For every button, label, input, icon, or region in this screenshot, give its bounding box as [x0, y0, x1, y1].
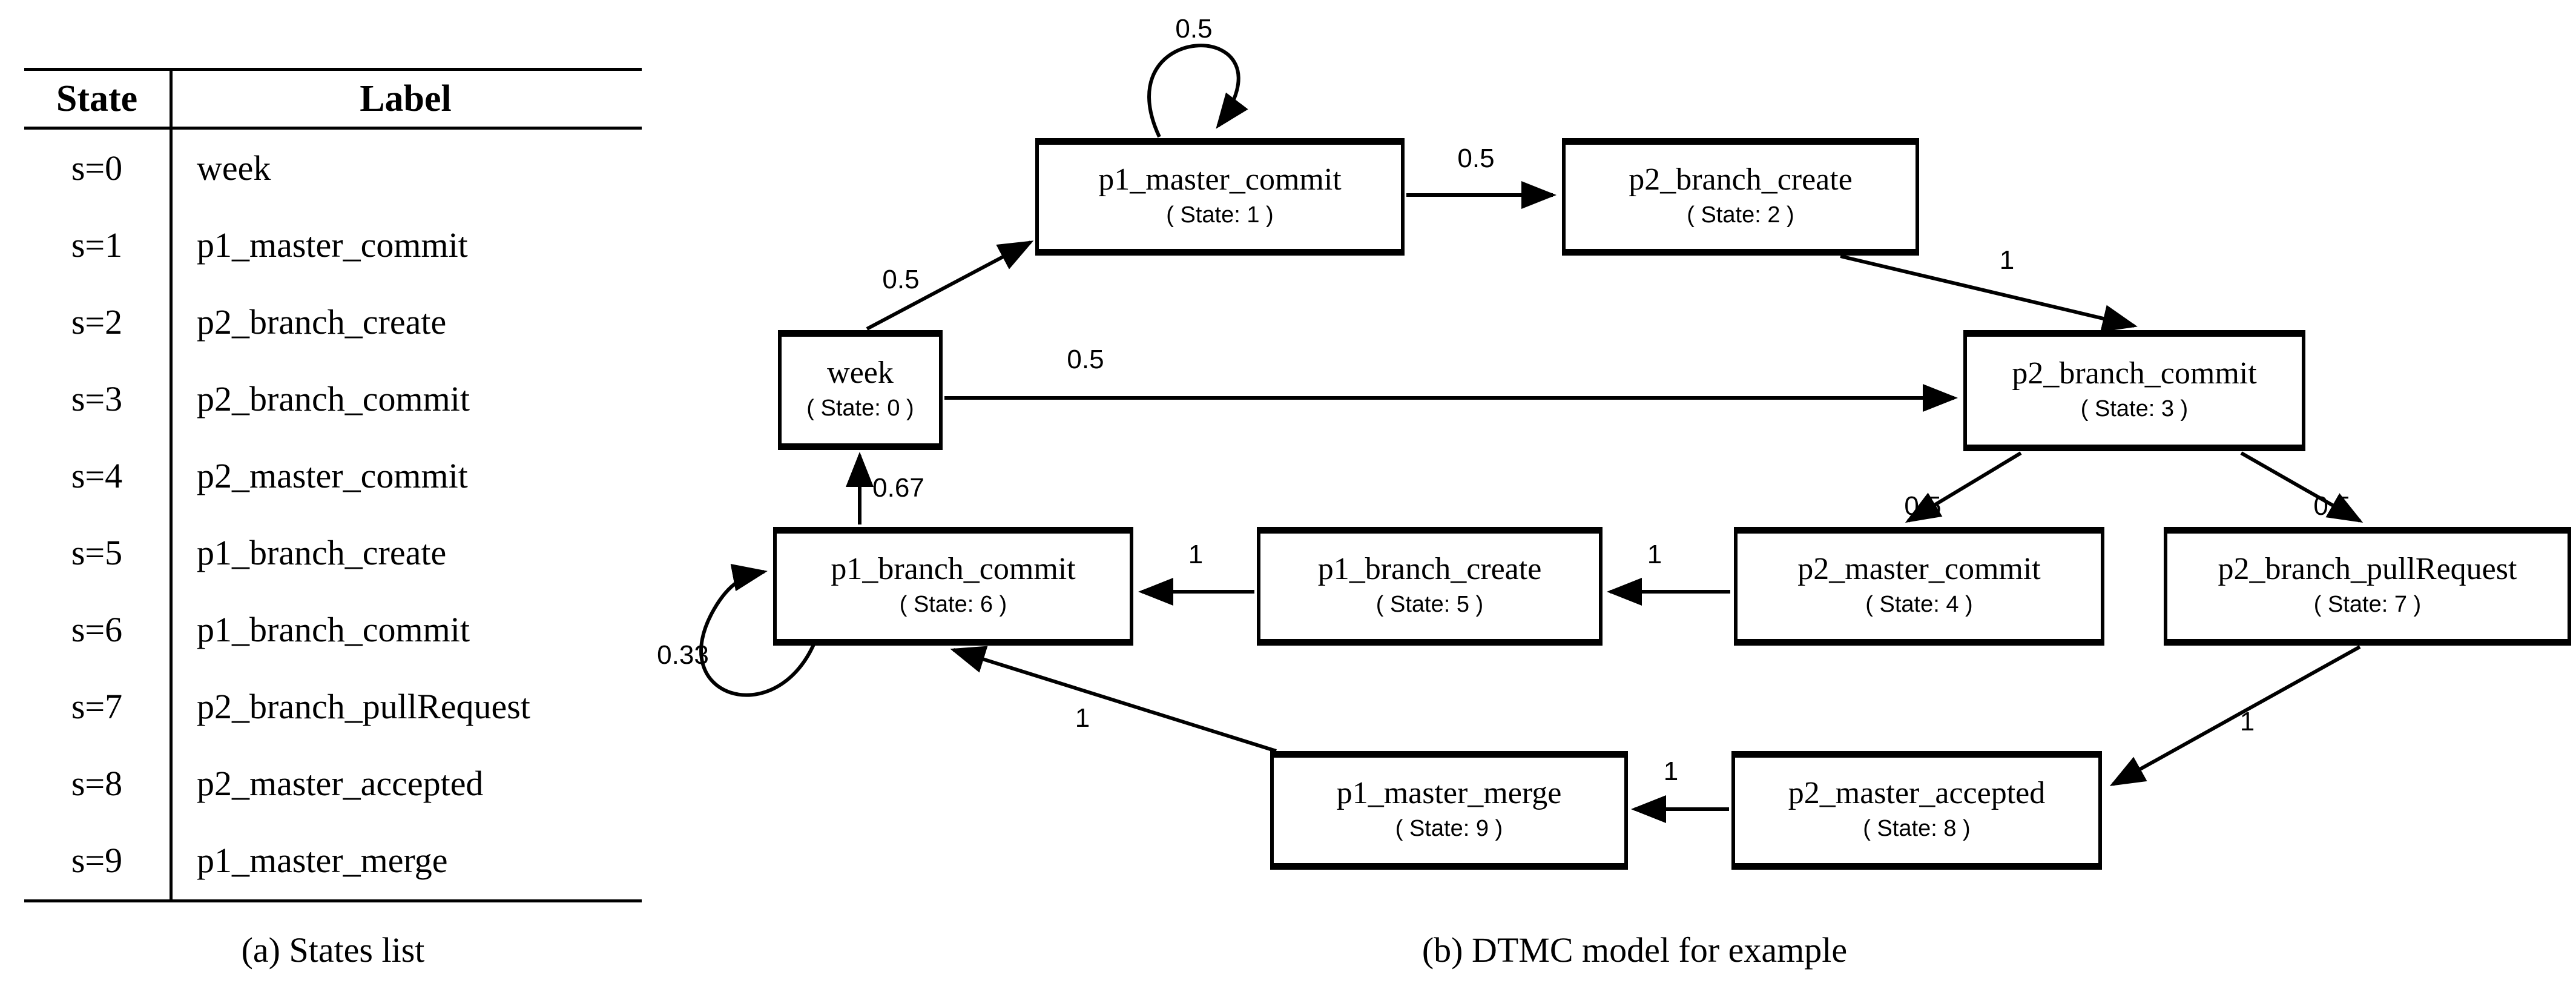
label-cell: p1_master_commit	[197, 225, 468, 265]
node-state-number: ( State: 7 )	[2313, 592, 2422, 617]
node-state-number: ( State: 5 )	[1375, 592, 1484, 617]
state-column-header: State	[56, 78, 138, 119]
edge-probability-label: 1	[2239, 707, 2255, 736]
node-state-number: ( State: 0 )	[806, 395, 914, 421]
edge-s0-s1-arrow	[866, 240, 1034, 331]
node-label: p1_branch_create	[1317, 552, 1542, 586]
state-cell: s=2	[71, 302, 123, 342]
node-label: p2_branch_pullRequest	[2218, 552, 2517, 586]
node-label: p1_master_commit	[1098, 162, 1342, 197]
edge-s7-s8-arrow	[2109, 645, 2361, 786]
label-cell: p2_master_accepted	[197, 764, 484, 803]
state-cell: s=3	[71, 379, 123, 419]
node-label: p2_branch_commit	[2012, 356, 2257, 391]
state-node-p1-master-merge: p1_master_merge ( State: 9 )	[1270, 751, 1628, 870]
node-label: p2_master_commit	[1797, 552, 2041, 586]
edge-probability-label: 1	[1663, 756, 1679, 786]
node-state-number: ( State: 9 )	[1395, 816, 1503, 841]
node-label: p2_master_accepted	[1788, 776, 2046, 810]
node-state-number: ( State: 6 )	[899, 592, 1007, 617]
node-label: p1_master_merge	[1336, 776, 1562, 810]
edge-probability-label: 0.5	[882, 265, 920, 294]
edge-probability-label: 1	[1075, 703, 1090, 733]
table-column-divider	[170, 71, 173, 899]
edge-s9-s6-arrow	[950, 646, 1277, 753]
label-cell: p1_branch_create	[197, 533, 447, 572]
table-row: s=9 p1_master_merge	[24, 822, 642, 899]
node-state-number: ( State: 8 )	[1863, 816, 1971, 841]
state-cell: s=4	[71, 456, 123, 495]
edge-s1-self-loop-arrow	[1147, 44, 1248, 138]
table-caption: (a) States list	[241, 930, 425, 970]
edge-probability-label: 0.5	[1904, 491, 1942, 521]
node-label: week	[827, 356, 894, 390]
node-label: p2_branch_create	[1629, 162, 1853, 197]
edge-probability-label: 0.5	[1067, 345, 1104, 374]
state-node-week: week ( State: 0 )	[778, 330, 943, 450]
edge-s3-s7-arrow	[2240, 451, 2364, 523]
edge-probability-label: 0.5	[1175, 14, 1213, 44]
state-node-p2-branch-commit: p2_branch_commit ( State: 3 )	[1963, 330, 2305, 451]
table-row: s=0 week	[24, 130, 642, 207]
label-cell: week	[197, 148, 271, 188]
node-state-number: ( State: 2 )	[1687, 202, 1794, 228]
edge-probability-label: 1	[1647, 540, 1662, 569]
label-cell: p1_master_merge	[197, 841, 448, 880]
table-row: s=8 p2_master_accepted	[24, 745, 642, 822]
edge-s2-s3-arrow	[1840, 254, 2138, 333]
label-cell: p2_master_commit	[197, 456, 468, 495]
table-row: s=3 p2_branch_commit	[24, 360, 642, 437]
edge-s6-self-loop-arrow	[699, 563, 816, 697]
node-label: p1_branch_commit	[831, 552, 1076, 586]
edge-probability-label: 0.33	[657, 640, 709, 670]
state-node-p1-master-commit: p1_master_commit ( State: 1 )	[1035, 138, 1405, 256]
node-state-number: ( State: 3 )	[2080, 396, 2189, 422]
state-node-p2-master-commit: p2_master_commit ( State: 4 )	[1734, 527, 2104, 646]
edge-probability-label: 1	[1188, 540, 1204, 569]
label-cell: p1_branch_commit	[197, 610, 470, 649]
state-node-p1-branch-commit: p1_branch_commit ( State: 6 )	[773, 527, 1133, 646]
node-state-number: ( State: 4 )	[1865, 592, 1973, 617]
node-state-number: ( State: 1 )	[1166, 202, 1274, 228]
label-column-header: Label	[360, 78, 452, 119]
table-row: s=5 p1_branch_create	[24, 514, 642, 591]
label-cell: p2_branch_commit	[197, 379, 470, 419]
edge-probability-label: 0.5	[2313, 491, 2351, 521]
table-header-row: State Label	[24, 71, 642, 130]
table-row: s=6 p1_branch_commit	[24, 591, 642, 668]
edge-s3-s4-arrow	[1905, 451, 2022, 523]
state-node-p2-master-accepted: p2_master_accepted ( State: 8 )	[1731, 751, 2102, 870]
table-row: s=7 p2_branch_pullRequest	[24, 668, 642, 745]
edge-probability-label: 1	[1999, 245, 2015, 275]
edge-probability-label: 0.5	[1457, 144, 1495, 173]
state-cell: s=1	[71, 225, 123, 265]
state-cell: s=6	[71, 610, 123, 649]
state-cell: s=7	[71, 687, 123, 726]
state-node-p1-branch-create: p1_branch_create ( State: 5 )	[1257, 527, 1603, 646]
label-cell: p2_branch_create	[197, 302, 447, 342]
state-cell: s=9	[71, 841, 123, 880]
state-cell: s=0	[71, 148, 123, 188]
state-node-p2-branch-create: p2_branch_create ( State: 2 )	[1562, 138, 1919, 256]
states-table: State Label s=0 week s=1 p1_master_commi…	[24, 68, 642, 902]
state-node-p2-branch-pullrequest: p2_branch_pullRequest ( State: 7 )	[2164, 527, 2571, 646]
state-cell: s=5	[71, 533, 123, 572]
table-row: s=4 p2_master_commit	[24, 437, 642, 514]
label-cell: p2_branch_pullRequest	[197, 687, 530, 726]
table-row: s=1 p1_master_commit	[24, 207, 642, 283]
edge-probability-label: 0.67	[872, 473, 924, 503]
table-row: s=2 p2_branch_create	[24, 283, 642, 360]
diagram-caption: (b) DTMC model for example	[1421, 930, 1848, 970]
state-cell: s=8	[71, 764, 123, 803]
